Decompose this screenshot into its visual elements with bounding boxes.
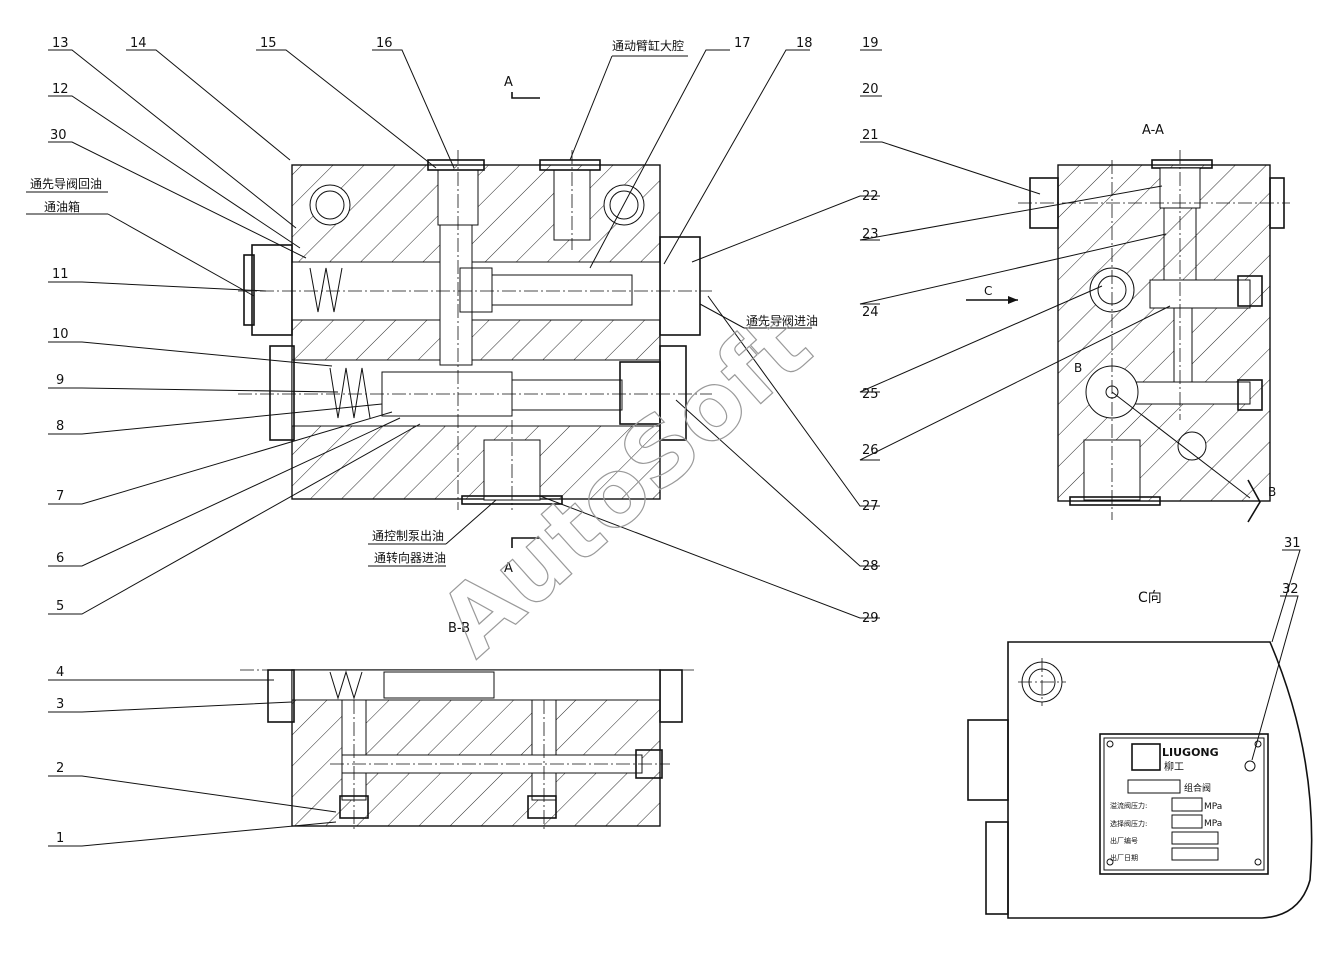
nameplate-brand: LIUGONG (1162, 746, 1219, 759)
part-number: 23 (862, 227, 879, 242)
part-numbers: 13 12 30 11 10 9 8 7 6 5 4 3 2 1 14 15 1… (50, 36, 1301, 846)
part-number: 10 (52, 327, 69, 342)
part-number: 21 (862, 128, 879, 143)
b-label-right: B (1268, 485, 1276, 499)
view-c-label: C向 (1138, 590, 1162, 606)
nameplate-product: 组合阀 (1184, 782, 1211, 794)
part-number: 11 (52, 267, 69, 282)
nameplate-row2-unit: MPa (1204, 819, 1222, 829)
part-number: 31 (1284, 536, 1301, 551)
a-label-bottom: A (504, 561, 513, 576)
part-number: 9 (56, 373, 64, 388)
section-aa-view: A-A B B C (966, 123, 1290, 523)
part-number: 22 (862, 189, 879, 204)
annotation-to-tank: 通油箱 (44, 199, 80, 214)
part-number: 17 (734, 36, 751, 51)
nameplate-row4-label: 出厂日期 (1110, 853, 1138, 862)
part-number: 6 (56, 551, 64, 566)
part-number: 24 (862, 305, 879, 320)
section-aa-label: A-A (1142, 123, 1164, 138)
part-number: 5 (56, 599, 64, 614)
b-label-left: B (1074, 361, 1082, 375)
annotation-steering-in: 通转向器进油 (374, 550, 446, 565)
annotation-pilot-inlet: 通先导阀进油 (746, 314, 818, 328)
annotations: 通动臂缸大腔 通先导阀回油 通油箱 通先导阀进油 通控制泵出油 通转向器进油 (30, 38, 818, 565)
part-number: 27 (862, 499, 879, 514)
nameplate-row3-label: 出厂编号 (1110, 836, 1138, 845)
part-number: 3 (56, 697, 64, 712)
part-number: 2 (56, 761, 64, 776)
part-number: 7 (56, 489, 64, 504)
nameplate-brand-cn: 柳工 (1164, 760, 1184, 773)
part-number: 26 (862, 443, 879, 458)
part-number: 4 (56, 665, 64, 680)
annotation-pump-out: 通控制泵出油 (372, 529, 444, 543)
part-number: 19 (862, 36, 879, 51)
view-c: C向 LIUGONG 柳工 组合阀 溢流阀压力: MPa 选择阀压力: MPa … (967, 590, 1313, 919)
leader-lines (26, 49, 1301, 847)
part-number: 25 (862, 387, 879, 402)
nameplate-row2-label: 选择阀压力: (1110, 819, 1147, 828)
part-number: 16 (376, 36, 393, 51)
part-number: 28 (862, 559, 879, 574)
part-number: 29 (862, 611, 879, 626)
part-number: 18 (796, 36, 813, 51)
part-number: 8 (56, 419, 64, 434)
a-label-top: A (504, 75, 513, 90)
part-number: 30 (50, 128, 67, 143)
annotation-boom-cylinder: 通动臂缸大腔 (612, 38, 684, 53)
part-number: 1 (56, 831, 64, 846)
section-a-arrows: A A (504, 75, 540, 576)
c-arrow-label: C (984, 284, 992, 298)
part-number: 13 (52, 36, 69, 51)
part-number: 14 (130, 36, 147, 51)
part-number: 32 (1282, 582, 1299, 597)
part-number: 15 (260, 36, 277, 51)
part-number: 20 (862, 82, 879, 97)
bottom-section-view: B-B (240, 621, 694, 830)
section-bb-label: B-B (448, 621, 470, 636)
nameplate-row1-unit: MPa (1204, 802, 1222, 812)
part-number: 12 (52, 82, 69, 97)
nameplate-row1-label: 溢流阀压力: (1110, 801, 1147, 810)
annotation-pilot-return: 通先导阀回油 (30, 177, 102, 191)
